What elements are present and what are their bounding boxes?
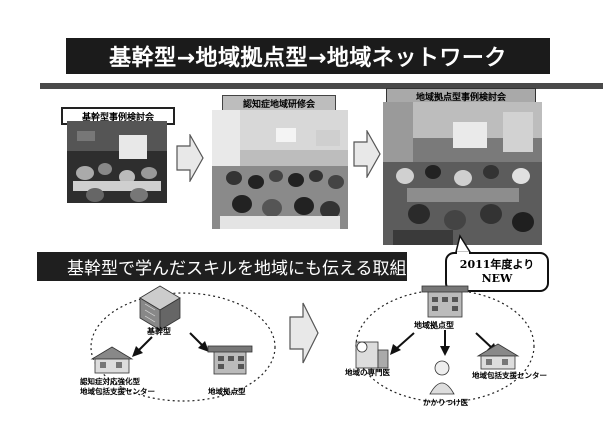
left-node-label-1: 認知症対応強化型 (80, 377, 140, 386)
right-network-ring (355, 289, 535, 403)
new-callout: 2011年度より NEW (445, 252, 549, 292)
house-icon (90, 346, 134, 374)
photo-kikan-meeting (67, 121, 167, 203)
skill-banner: 基幹型で学んだスキルを地域にも伝える取組み (37, 252, 424, 281)
title-banner: 基幹型→地域拠点型→地域ネットワーク (66, 38, 550, 74)
photo-kyoten-meeting (383, 102, 542, 245)
right-left-node-label: 地域の専門医 (345, 368, 390, 377)
callout-new: NEW (481, 272, 513, 285)
slide-title: 基幹型→地域拠点型→地域ネットワーク (109, 46, 507, 71)
right-right-node-label: 地域包括支援センター (472, 371, 547, 380)
arrow-right-icon (289, 302, 319, 364)
local-building-icon (207, 345, 253, 375)
house-icon (476, 343, 520, 370)
stage-label-kensyu: 認知症地域研修会 (222, 95, 336, 111)
family-doctor-icon (429, 360, 455, 395)
right-center-node-label: かかりつけ医 (423, 398, 469, 407)
core-building-icon (139, 285, 181, 331)
left-node-label-2: 地域包括支援センター (80, 387, 155, 396)
left-core-label: 基幹型 (147, 327, 171, 336)
title-divider (40, 83, 603, 89)
stage-label-kikan: 基幹型事例検討会 (61, 107, 175, 125)
arrow-right-icon (353, 130, 381, 178)
photo-kensyu-seminar (212, 110, 348, 229)
right-core-label: 地域拠点型 (414, 321, 454, 330)
specialist-doctor-icon (355, 341, 389, 369)
callout-year: 2011年度より (459, 258, 535, 271)
arrow-right-icon (176, 134, 204, 182)
left-right-node-label: 地域拠点型 (208, 387, 246, 396)
